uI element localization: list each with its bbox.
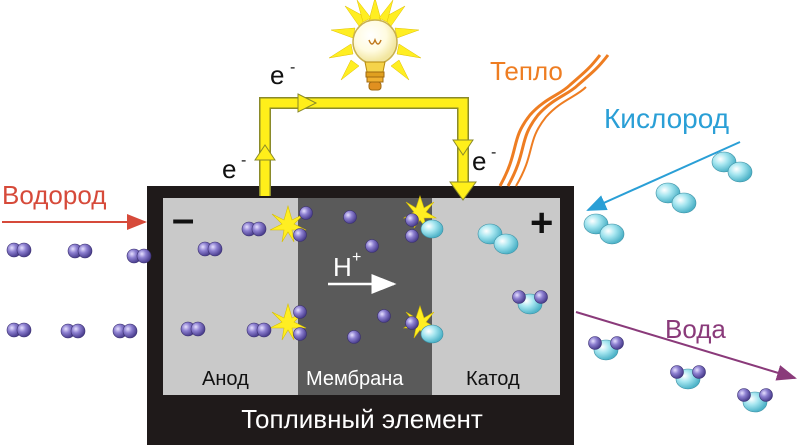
proton bbox=[299, 206, 313, 220]
proton bbox=[365, 239, 379, 253]
lightbulb-icon bbox=[328, 0, 422, 91]
hydrogen-molecules bbox=[6, 221, 272, 339]
electron-circuit bbox=[254, 93, 477, 201]
cathode-plus-sign: + bbox=[530, 201, 553, 245]
electron-arrow-up bbox=[254, 144, 276, 161]
cell-label: Топливный элемент bbox=[241, 404, 483, 434]
o2-molecule bbox=[711, 151, 753, 183]
water-arrow bbox=[575, 311, 797, 381]
anode-minus-sign: – bbox=[172, 197, 194, 241]
proton bbox=[347, 330, 361, 344]
proton bbox=[293, 305, 307, 319]
proton bbox=[293, 327, 307, 341]
anode-label: Анод bbox=[202, 368, 249, 390]
anode-region bbox=[163, 198, 298, 395]
h2-molecule bbox=[197, 241, 223, 257]
svg-text:e: e bbox=[472, 146, 486, 176]
h2o-molecule bbox=[670, 365, 706, 390]
h2o-molecule bbox=[588, 336, 624, 361]
hydrogen-label: Водород bbox=[2, 180, 106, 210]
svg-text:+: + bbox=[352, 249, 361, 266]
h2-molecule bbox=[60, 323, 86, 339]
electron-label-right: e - bbox=[472, 144, 496, 176]
svg-text:-: - bbox=[491, 144, 496, 161]
water-molecules bbox=[512, 290, 773, 413]
o-atom bbox=[420, 324, 444, 344]
electron-arrow-right bbox=[297, 93, 318, 113]
heat-label: Тепло bbox=[490, 56, 563, 86]
h2-molecule bbox=[180, 321, 206, 337]
oxygen-arrow bbox=[586, 141, 741, 211]
protons bbox=[293, 206, 419, 344]
membrane-region bbox=[298, 198, 432, 395]
h2-molecule bbox=[126, 248, 152, 264]
oxygen-molecules bbox=[420, 151, 753, 344]
h2-molecule bbox=[6, 322, 32, 338]
electron-label-top: e - bbox=[270, 59, 295, 90]
o-atom bbox=[420, 219, 444, 239]
o2-molecule bbox=[583, 213, 625, 245]
svg-text:-: - bbox=[241, 152, 246, 169]
svg-text:e: e bbox=[222, 154, 236, 184]
proton bbox=[293, 228, 307, 242]
proton-transport: H + bbox=[328, 249, 397, 294]
o2-molecule bbox=[477, 223, 519, 255]
electron-arrow-down bbox=[449, 181, 477, 201]
proton bbox=[405, 229, 419, 243]
h2-molecule bbox=[241, 221, 267, 237]
membrane-label: Мембрана bbox=[306, 368, 404, 390]
svg-text:H: H bbox=[333, 252, 352, 282]
heat-flow bbox=[498, 54, 610, 187]
o2-molecule bbox=[655, 182, 697, 214]
proton bbox=[405, 213, 419, 227]
circuit-wire bbox=[259, 97, 469, 196]
h2-molecule bbox=[67, 243, 93, 259]
oxygen-label: Кислород bbox=[604, 103, 729, 134]
proton bbox=[405, 316, 419, 330]
h2o-molecule bbox=[737, 388, 773, 413]
svg-text:e: e bbox=[270, 60, 284, 90]
proton bbox=[343, 210, 357, 224]
h2-molecule bbox=[246, 322, 272, 338]
svg-text:-: - bbox=[290, 59, 295, 76]
proton bbox=[377, 309, 391, 323]
electron-arrow-down-mid bbox=[452, 139, 474, 156]
h2-molecule bbox=[112, 323, 138, 339]
water-label: Вода bbox=[665, 314, 726, 344]
h2o-molecule bbox=[512, 290, 548, 315]
h2-molecule bbox=[6, 242, 32, 258]
electron-label-left: e - bbox=[222, 152, 246, 184]
cathode-label: Катод bbox=[466, 368, 520, 390]
